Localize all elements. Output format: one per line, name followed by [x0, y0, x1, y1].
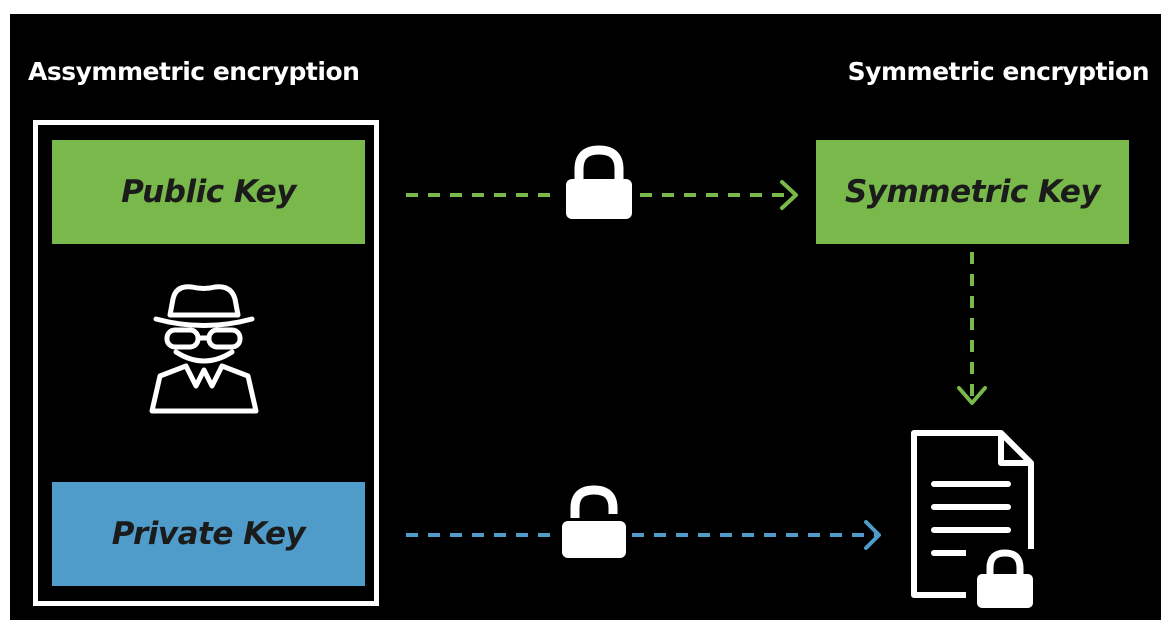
- symmetric-key-label: Symmetric Key: [844, 174, 1101, 210]
- blue-arrow-head: [864, 520, 881, 550]
- green-down-arrow-head: [957, 386, 987, 405]
- spy-icon: [149, 284, 259, 414]
- diagram-canvas: Assymmetric encryption Symmetric encrypt…: [10, 14, 1161, 620]
- locked-padlock-icon: [566, 145, 632, 219]
- private-key-label: Private Key: [111, 516, 306, 552]
- unlocked-padlock-icon: [562, 485, 626, 558]
- green-arrow-head: [780, 180, 798, 210]
- symmetric-key-box: Symmetric Key: [816, 140, 1129, 244]
- symmetric-heading: Symmetric encryption: [847, 57, 1150, 86]
- asymmetric-heading: Assymmetric encryption: [28, 57, 360, 86]
- asymmetric-frame: [33, 120, 379, 606]
- private-key-box: Private Key: [52, 482, 365, 586]
- public-key-label: Public Key: [121, 174, 296, 210]
- locked-document-icon: [911, 430, 1044, 613]
- public-key-box: Public Key: [52, 140, 365, 244]
- diagram-overlay: [149, 145, 1044, 613]
